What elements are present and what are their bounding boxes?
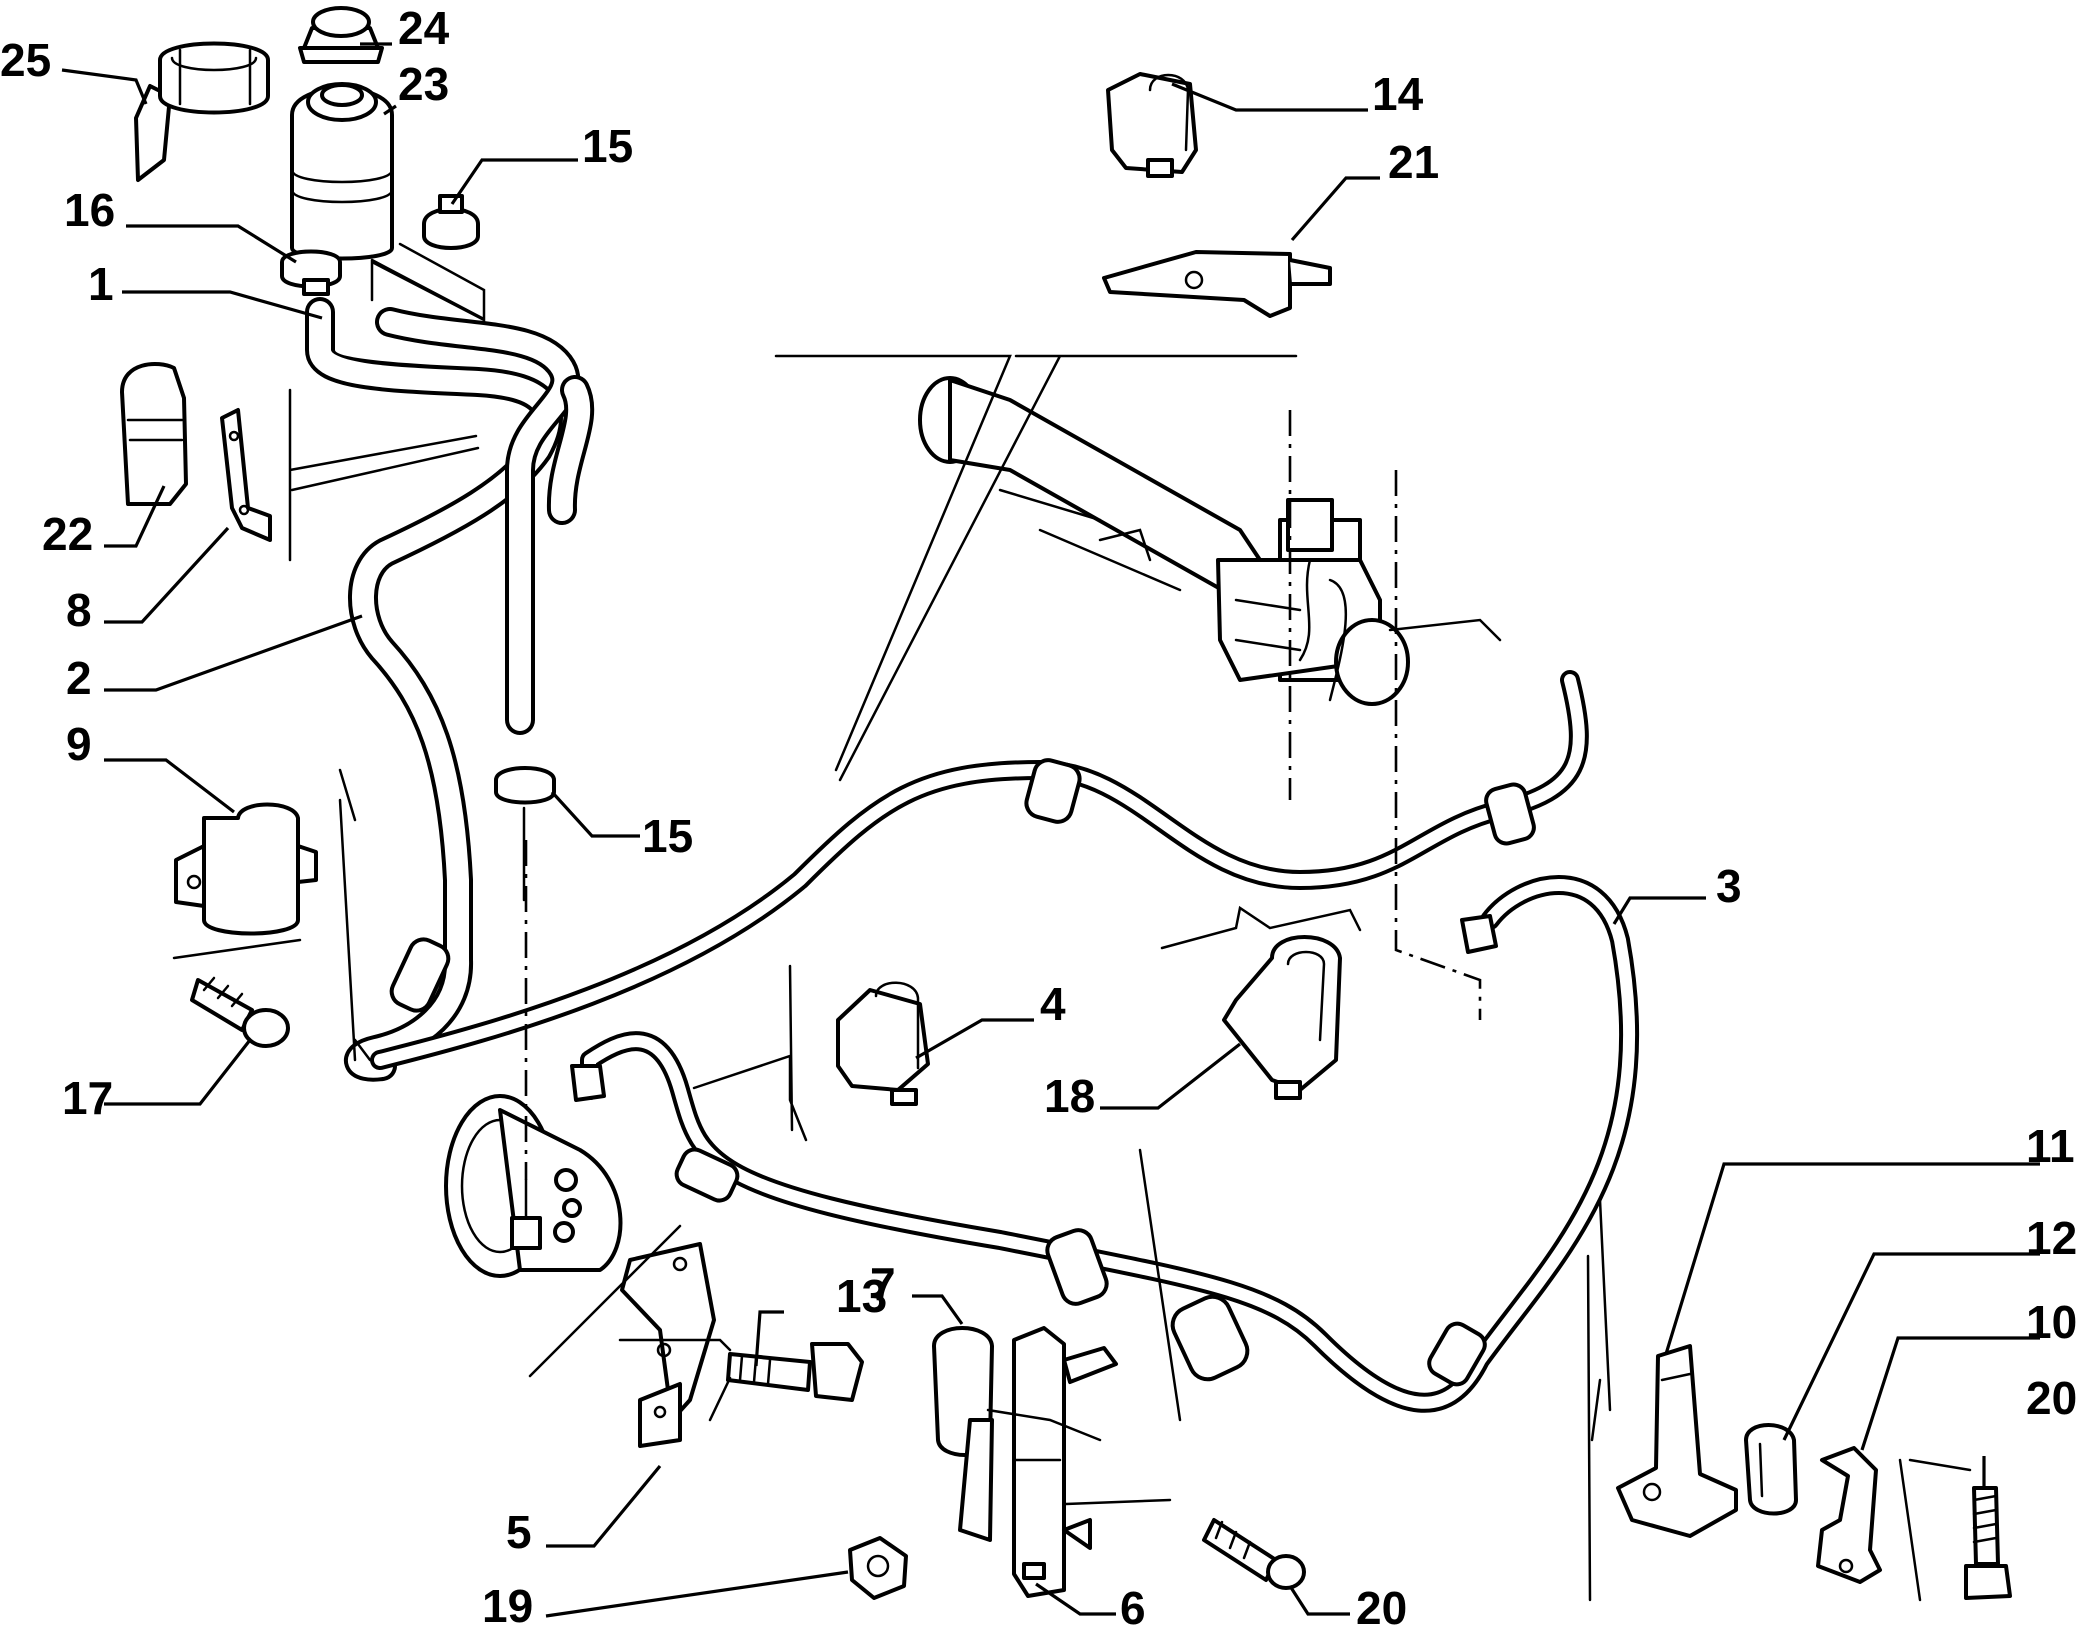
phantom-line-rack-upper	[774, 354, 1298, 782]
callout-15-lower: 15	[642, 810, 693, 862]
phantom-line-4-18	[1160, 905, 1362, 950]
callout-24: 24	[398, 2, 450, 54]
reservoir-bracket	[134, 41, 270, 182]
supply-hose-1	[305, 297, 563, 1082]
callout-14: 14	[1372, 68, 1424, 120]
pressure-pipe-3	[570, 875, 1640, 1413]
callout-23: 23	[398, 58, 449, 110]
callout-12: 12	[2026, 1212, 2077, 1264]
pipe-clip-18	[1222, 935, 1342, 1100]
bracket-cover-22	[120, 361, 188, 506]
callout-20-right: 20	[2026, 1372, 2077, 1424]
hose-clamp-16	[280, 249, 342, 296]
callout-2: 2	[66, 652, 92, 704]
callout-15-upper: 15	[582, 120, 633, 172]
callout-11: 11	[2026, 1120, 2075, 1172]
fluid-reservoir	[290, 82, 394, 261]
hose-clamp-15-upper	[422, 194, 480, 250]
bracket-10	[1816, 1446, 1882, 1584]
phantom-line-9-17	[172, 768, 372, 1062]
bracket-11	[1616, 1344, 1738, 1538]
callout-6: 6	[1120, 1582, 1146, 1631]
bolt-17	[190, 976, 290, 1048]
callout-9: 9	[66, 718, 92, 770]
clamp-bracket-9	[174, 802, 318, 936]
power-steering-pump	[444, 1094, 623, 1278]
clip-12	[1744, 1423, 1798, 1516]
callout-22: 22	[42, 508, 93, 560]
phantom-line-4	[692, 964, 808, 1142]
reservoir-outlet-phantom	[370, 242, 486, 323]
callout-7: 7	[870, 1258, 896, 1310]
bolt-20-right	[1964, 1486, 2012, 1600]
callout-19: 19	[482, 1580, 533, 1631]
bolt-20-lower	[1202, 1518, 1306, 1590]
nut-19	[848, 1536, 908, 1600]
mounting-strap-8	[220, 408, 272, 542]
hose-clamp-15-lower	[494, 766, 556, 902]
callout-4: 4	[1040, 978, 1066, 1030]
pipe-clip-4	[836, 981, 930, 1106]
callout-21: 21	[1388, 136, 1439, 188]
callout-18: 18	[1044, 1070, 1095, 1122]
callout-8: 8	[66, 584, 92, 636]
clip-7	[932, 1326, 994, 1542]
return-hose-2	[375, 307, 595, 735]
phantom-line-11-20	[1586, 1198, 1972, 1602]
callout-17: 17	[62, 1072, 113, 1124]
bolt-13	[726, 1342, 864, 1402]
callout-13: 13	[836, 1270, 887, 1322]
callout-5: 5	[506, 1506, 532, 1558]
callout-3: 3	[1716, 860, 1742, 912]
return-pipe	[370, 670, 1589, 1070]
phantom-line-6	[986, 1148, 1182, 1506]
callout-20-lower: 20	[1356, 1582, 1407, 1631]
phantom-line-22-8	[288, 388, 480, 562]
pump-bracket-5	[620, 1242, 716, 1448]
callout-10: 10	[2026, 1296, 2077, 1348]
reservoir-cap	[298, 6, 384, 64]
bracket-6	[1012, 1326, 1118, 1598]
callout-16: 16	[64, 184, 115, 236]
phantom-line-5	[528, 1224, 732, 1422]
leader-lines	[61, 42, 2040, 1618]
bracket-21	[1102, 250, 1332, 318]
callout-25: 25	[0, 34, 51, 86]
steering-rack	[918, 376, 1502, 706]
axis-line-rack	[1288, 410, 1482, 1020]
callout-1: 1	[88, 258, 114, 310]
